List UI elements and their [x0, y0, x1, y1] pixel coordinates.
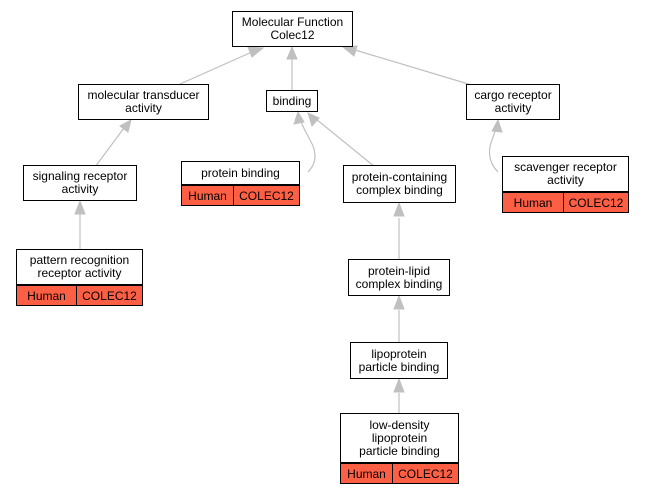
arrowhead-root-right: [341, 45, 358, 57]
annotation-protein-binding: Human COLEC12: [181, 185, 300, 206]
annotation-gene: COLEC12: [568, 195, 624, 210]
edge-signaling-to-transducer: [94, 127, 125, 168]
node-signaling-receptor-activity[interactable]: signaling receptor activity: [23, 165, 137, 201]
node-scavenger-receptor-activity[interactable]: scavenger receptor activity: [502, 156, 629, 192]
node-protein-binding[interactable]: protein binding: [181, 161, 300, 185]
arrowheads: [74, 45, 503, 393]
annotation-pattern-recognition: Human COLEC12: [16, 285, 143, 306]
arrowhead-root-left: [247, 46, 265, 58]
node-cargo-receptor-activity[interactable]: cargo receptor activity: [466, 84, 560, 120]
arrowhead-cargo: [491, 118, 503, 133]
node-protein-lipid-complex-binding[interactable]: protein-lipid complex binding: [348, 259, 450, 296]
node-pattern-recognition-receptor-activity[interactable]: pattern recognition receptor activity: [16, 249, 143, 285]
arrowhead-root-center: [286, 45, 298, 60]
edge-cargo-to-root: [354, 49, 476, 87]
arrowhead-binding-left: [293, 110, 305, 125]
annotation-scavenger-receptor: Human COLEC12: [502, 192, 629, 213]
node-molecular-function-root[interactable]: Molecular Function Colec12: [232, 11, 353, 47]
annotation-species: Human: [341, 464, 393, 483]
node-binding[interactable]: binding: [266, 90, 318, 112]
arrowhead-signaling: [74, 199, 86, 215]
annotation-gene: COLEC12: [82, 288, 137, 303]
annotation-species: Human: [182, 186, 234, 205]
node-lipoprotein-particle-binding[interactable]: lipoprotein particle binding: [350, 342, 448, 379]
node-molecular-transducer-activity[interactable]: molecular transducer activity: [78, 84, 209, 120]
arrowhead-complex: [393, 201, 405, 217]
node-protein-containing-complex-binding[interactable]: protein-containing complex binding: [343, 165, 456, 203]
node-low-density-lipoprotein-particle-binding[interactable]: low-density lipoprotein particle binding: [340, 413, 459, 463]
annotation-species: Human: [503, 193, 564, 212]
annotation-gene: COLEC12: [398, 466, 453, 481]
annotation-ldl-particle: Human COLEC12: [340, 463, 459, 484]
edge-transducer-to-root: [179, 51, 253, 85]
arrowhead-lipoprotein: [393, 377, 405, 393]
edge-complex-to-binding: [315, 118, 376, 168]
arrowhead-transducer: [119, 119, 132, 133]
arrowhead-lipid: [393, 294, 405, 310]
arrowhead-binding-right: [307, 112, 320, 128]
edge-protein-binding-to-binding: [299, 117, 316, 173]
annotation-gene: COLEC12: [239, 188, 294, 203]
annotation-species: Human: [17, 286, 77, 305]
edges: [79, 49, 499, 413]
